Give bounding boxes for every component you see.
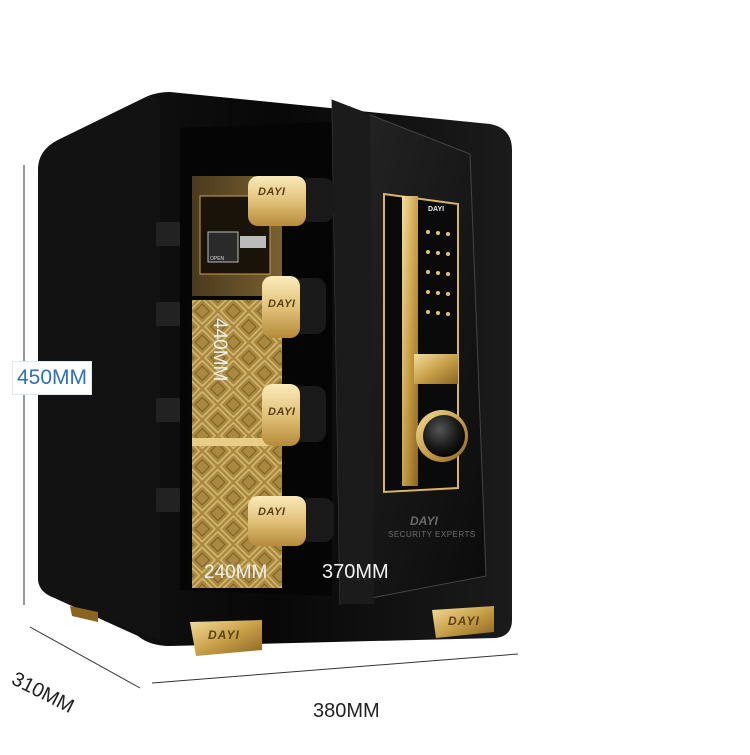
bolt-3-logo: DAYI xyxy=(268,406,296,418)
door-width-dimension-label: 370MM xyxy=(322,561,389,583)
gold-foot-front-left xyxy=(190,620,262,656)
inner-lock-box xyxy=(207,231,239,263)
bolt-4-logo: DAYI xyxy=(258,506,286,518)
keypad-buttons xyxy=(426,230,450,316)
locking-bolts xyxy=(248,176,334,546)
safe-door xyxy=(331,99,487,605)
bolt-4 xyxy=(248,496,306,546)
door-logo: DAYI xyxy=(410,514,438,528)
door-slogan: SECURITY EXPERTS xyxy=(388,530,476,539)
fingerprint-reader xyxy=(414,354,458,384)
keypad-logo: DAYI xyxy=(428,206,445,213)
bolt-1 xyxy=(248,176,306,226)
foot-left-logo: DAYI xyxy=(208,628,240,642)
combination-dial xyxy=(423,415,465,457)
inner-open-label: OPEN xyxy=(210,256,225,262)
gold-foot-front-right xyxy=(432,606,494,638)
inner-height-dimension-label: 440MM xyxy=(209,318,230,382)
bolt-1-logo: DAYI xyxy=(258,186,286,198)
height-dimension-label: 450MM xyxy=(12,361,93,395)
width-dimension-label: 380MM xyxy=(313,700,380,722)
inner-width-dimension-label: 240MM xyxy=(204,562,268,583)
foot-right-logo: DAYI xyxy=(448,614,480,628)
bolt-2-logo: DAYI xyxy=(268,298,296,310)
bolt-3 xyxy=(262,384,300,446)
bolt-2 xyxy=(262,276,300,338)
